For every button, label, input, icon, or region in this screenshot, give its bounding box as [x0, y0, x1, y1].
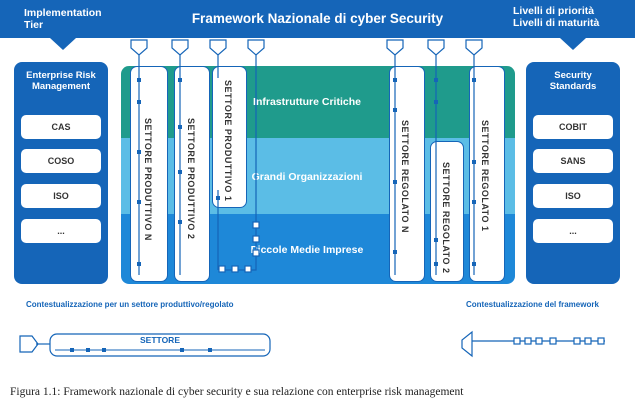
column-settore-produttivo-1 — [212, 66, 247, 208]
erm-item-more: ... — [21, 219, 101, 243]
implementation-tier-label: Implementation Tier — [24, 7, 102, 31]
enterprise-risk-panel — [14, 62, 108, 284]
erm-item-coso: COSO — [21, 149, 101, 173]
header-connectors — [50, 38, 586, 56]
legend-right-caption: Contestualizzazione del framework — [466, 300, 599, 309]
band-label-piccole: Piccole Medie Imprese — [250, 244, 364, 256]
figure-caption: Figura 1.1: Framework nazionale di cyber… — [10, 386, 464, 398]
security-standards-panel — [526, 62, 620, 284]
column-connector-lines — [137, 55, 476, 275]
standard-item-sans: SANS — [533, 149, 613, 173]
column-label-regolato-2: SETTORE REGOLATO 2 — [441, 162, 451, 274]
column-settore-produttivo-n — [130, 66, 168, 282]
standard-item-cobit: COBIT — [533, 115, 613, 139]
column-label-regolato-n: SETTORE REGOLATO N — [400, 120, 410, 234]
erm-item-iso: ISO — [21, 184, 101, 208]
band-label-infrastrutture: Infrastrutture Critiche — [253, 96, 361, 108]
column-label-produttivo-1: SETTORE PRODUTTIVO 1 — [223, 80, 233, 202]
column-settore-regolato-1 — [469, 66, 505, 282]
left-panel-connector — [50, 38, 76, 50]
security-standards-title: Security Standards — [549, 70, 597, 92]
framework-header — [0, 0, 635, 38]
legend-right-arrow — [461, 330, 473, 358]
column-tab-regolato-n — [386, 39, 404, 56]
column-label-produttivo-2: SETTORE PRODUTTIVO 2 — [186, 118, 196, 240]
band-label-grandi: Grandi Organizzazioni — [251, 171, 363, 183]
column-tab-regolato-1 — [465, 39, 483, 56]
column-tab-produttivo-1 — [209, 39, 227, 56]
standard-item-more: ... — [533, 219, 613, 243]
column-label-regolato-1: SETTORE REGOLATO 1 — [480, 120, 490, 232]
legend-left-caption: Contestualizzazione per un settore produ… — [26, 300, 234, 309]
column-tab-regolato-2 — [427, 39, 445, 56]
legend-settore-label: SETTORE — [140, 335, 180, 345]
erm-item-cas: CAS — [21, 115, 101, 139]
right-panel-connector — [560, 38, 586, 50]
framework-title: Framework Nazionale di cyber Security — [191, 11, 444, 26]
legend-left-arrow — [19, 335, 39, 353]
standard-item-iso: ISO — [533, 184, 613, 208]
legend-graphics — [19, 330, 605, 358]
column-tab-produttivo-n — [130, 39, 148, 56]
column-tab-produttivo-2 — [171, 39, 189, 56]
column-tab-piccole — [247, 39, 265, 56]
enterprise-risk-title: Enterprise Risk Management — [26, 70, 96, 92]
priority-maturity-label: Livelli di priorità Livelli di maturità — [513, 5, 600, 29]
column-label-produttivo-n: SETTORE PRODUTTIVO N — [143, 118, 153, 241]
